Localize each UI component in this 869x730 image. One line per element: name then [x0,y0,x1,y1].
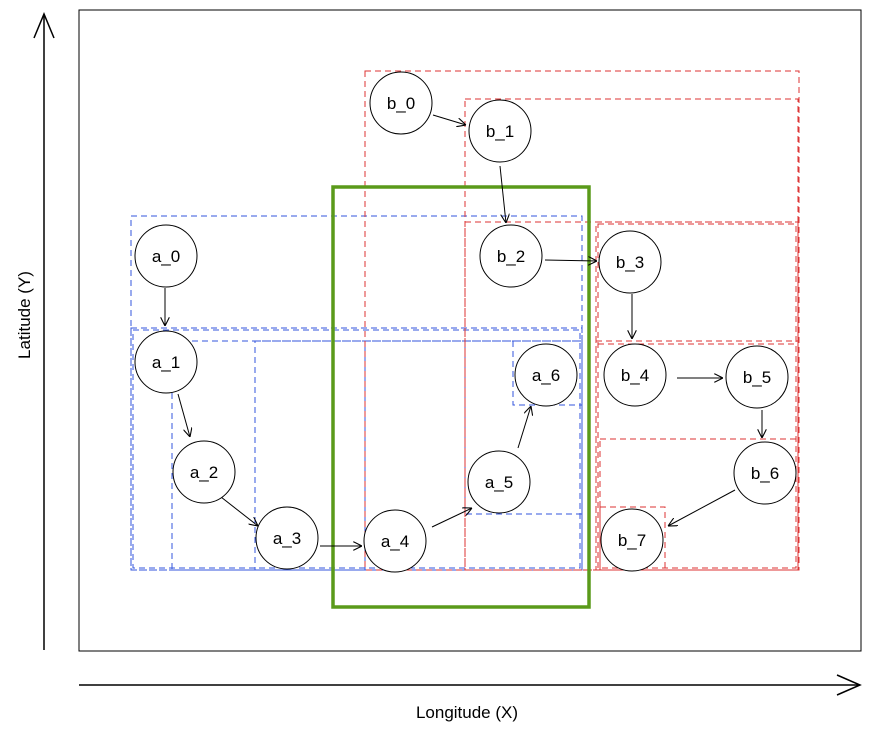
node-a-1: a_1 [134,330,198,394]
node-a-4: a_4 [363,509,427,573]
node-label: b_6 [751,464,779,483]
node-label: a_5 [485,473,513,492]
node-label: a_6 [532,366,560,385]
bbox-a-6 [512,340,583,406]
edge-a4-a5 [431,508,472,528]
query-rectangle [331,185,591,609]
node-a-6: a_6 [514,343,578,407]
trajectory-edges [165,114,762,546]
node-label: b_3 [616,253,644,272]
node-a-2: a_2 [172,440,236,504]
edge-b0-b1 [432,114,466,125]
plot-frame [78,9,862,652]
bbox-a-5 [464,340,583,515]
node-b-1: b_1 [468,99,532,163]
edge-b1-b2 [499,165,506,223]
node-b-5: b_5 [725,345,789,409]
edge-a2-a3 [220,496,258,526]
node-label: a_2 [190,463,218,482]
node-label: a_1 [152,353,180,372]
node-b-7: b_7 [600,508,664,572]
node-label: b_0 [387,94,415,113]
edge-a1-a2 [177,393,190,437]
node-b-4: b_4 [603,343,667,407]
node-label: b_5 [743,368,771,387]
node-label: a_0 [152,247,180,266]
node-label: b_2 [497,247,525,266]
bbox-b-6 [599,438,799,571]
bbox-a-1b [132,329,581,569]
node-b-2: b_2 [479,224,543,288]
node-a-5: a_5 [467,450,531,514]
edge-a5-a6 [517,406,531,449]
x-axis-arrow [79,674,862,696]
node-label: b_4 [621,366,649,385]
y-axis-arrow [33,12,55,650]
node-a-0: a_0 [134,224,198,288]
edge-b2-b3 [544,260,597,261]
node-b-6: b_6 [733,441,797,505]
x-axis-label: Longitude (X) [416,703,518,722]
node-label: a_3 [273,529,301,548]
bbox-b-4b [597,343,797,569]
node-b-3: b_3 [598,230,662,294]
node-label: b_7 [618,531,646,550]
node-b-0: b_0 [369,71,433,135]
edge-b6-b7 [668,489,736,526]
y-axis-label: Latitude (Y) [15,271,34,359]
node-label: b_1 [486,122,514,141]
node-a-3: a_3 [255,506,319,570]
node-label: a_4 [381,532,409,551]
